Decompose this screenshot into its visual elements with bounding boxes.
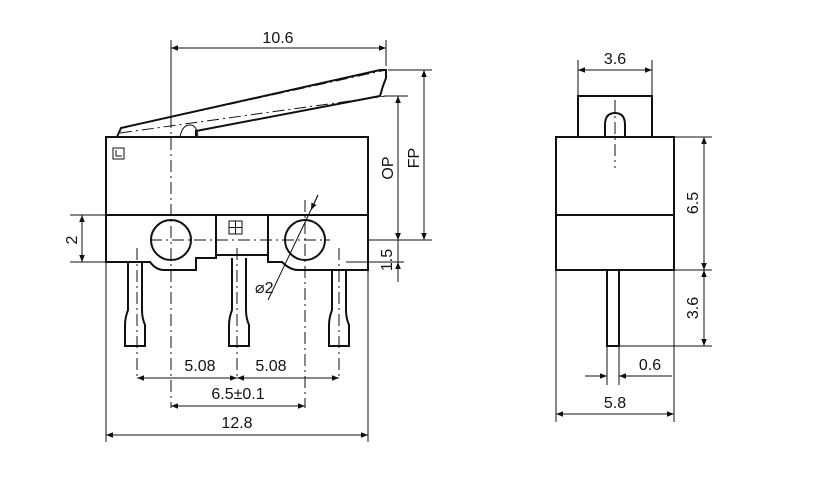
dim-pitch-left: 5.08 <box>184 358 215 375</box>
dim-pin-length: 3.6 <box>685 297 702 319</box>
terminal-left <box>124 262 146 347</box>
front-dimensions: 10.6 OP FP 1.5 2 ⌀2 5.08 5.08 6.5±0.1 <box>64 30 432 442</box>
side-actuator <box>577 95 653 138</box>
dim-body-width-top: 10.6 <box>262 30 293 47</box>
side-dimensions: 3.6 6.5 3.6 0.6 5.8 <box>555 51 712 422</box>
dim-terminal-height: 2 <box>64 235 81 244</box>
dim-terminal-offset: 1.5 <box>379 249 396 271</box>
dim-side-width-top: 3.6 <box>604 51 626 68</box>
side-body <box>555 136 675 271</box>
dim-pin-thickness: 0.6 <box>639 357 661 374</box>
dim-hole-spacing: 6.5±0.1 <box>211 386 264 403</box>
side-view <box>555 95 675 347</box>
terminal-mid <box>228 258 250 347</box>
front-view <box>105 69 387 408</box>
dim-side-height: 6.5 <box>685 192 702 214</box>
lever <box>116 69 387 138</box>
dim-operating-position: OP <box>380 156 397 179</box>
side-pin <box>606 269 620 347</box>
dim-body-length: 12.8 <box>221 415 252 432</box>
dim-hole-diameter: ⌀2 <box>255 280 274 297</box>
dim-free-position: FP <box>406 148 423 168</box>
corner-mark <box>112 147 125 160</box>
switch-body <box>105 136 369 216</box>
dim-pitch-right: 5.08 <box>255 358 286 375</box>
switch-base <box>105 215 369 271</box>
dim-side-width-bottom: 5.8 <box>604 395 626 412</box>
